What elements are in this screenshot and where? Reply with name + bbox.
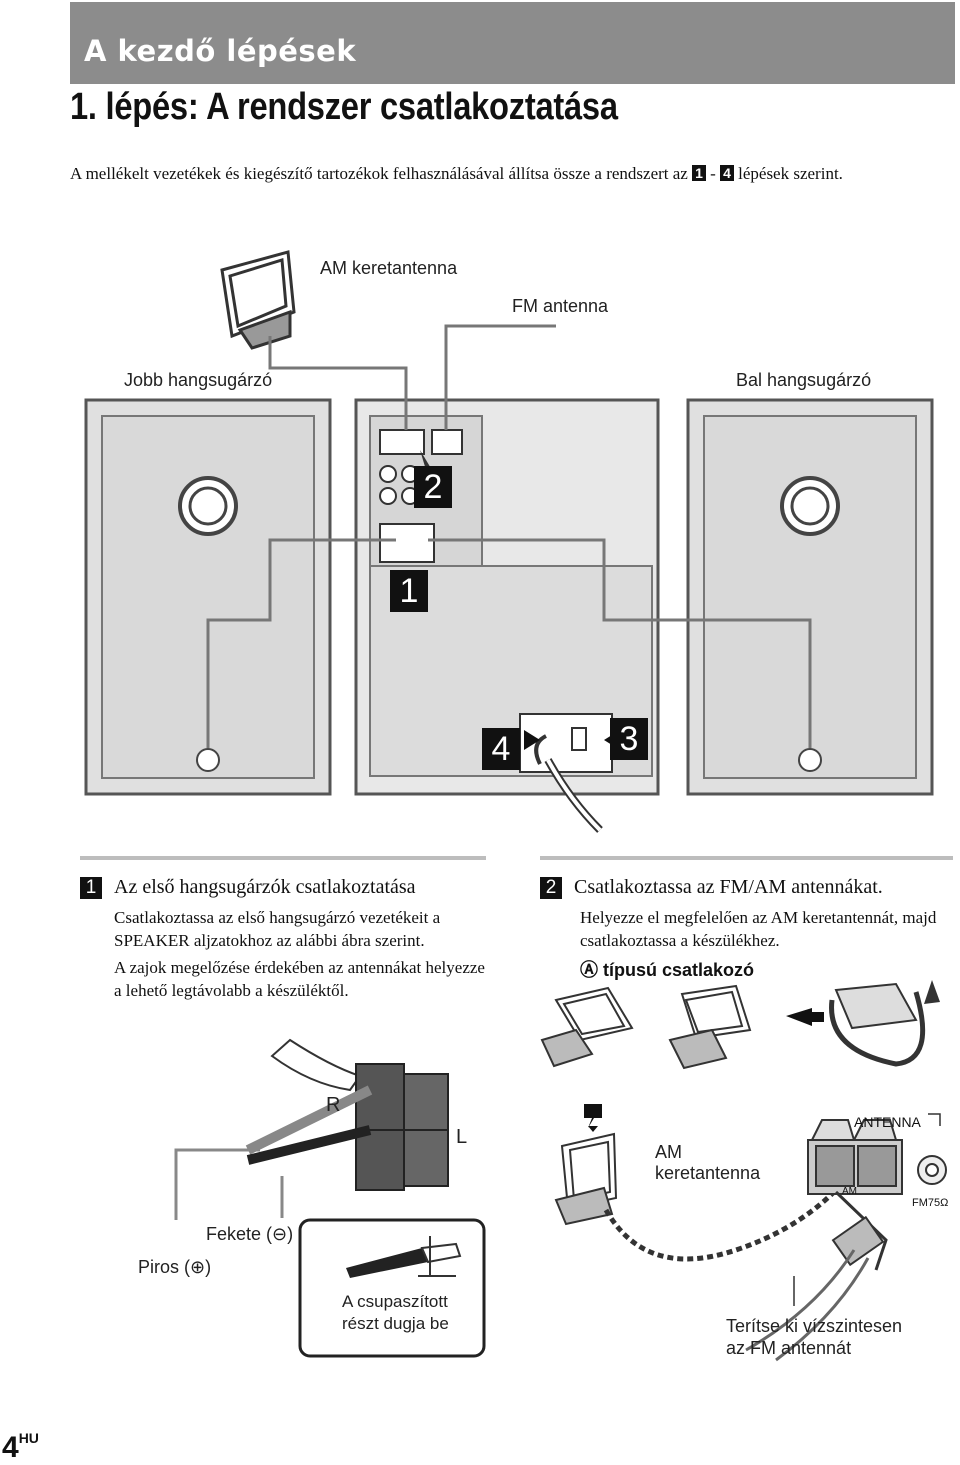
fm-spread-instruction-line2: az FM antennát [726,1338,852,1358]
connection-overview-diagram [84,250,934,833]
connector-type-label: típusú csatlakozó [603,960,755,980]
speaker-terminal-diagram [174,1038,486,1358]
step2-number: 2 [540,877,562,899]
callout-step-1: 1 [390,570,428,612]
fm-port-label: FM75Ω [912,1197,949,1209]
connector-type-marker: Ⓐ [580,960,598,980]
callout-arrow [420,450,432,470]
step1-paragraph: Csatlakoztassa az első hangsugárzó vezet… [114,908,441,950]
step2-body: Helyezze el megfelelően az AM keretanten… [580,908,937,950]
page-number: 4HU [2,1430,39,1465]
fm-antenna-label: FM antenna [512,296,609,316]
intro-paragraph: A mellékelt vezetékek és kiegészítő tart… [70,162,955,186]
antenna-panel-label: ANTENNA [854,1114,921,1130]
section-header-bar [70,2,955,84]
page-language-code: HU [18,1430,39,1446]
am-port-label: AM [842,1186,857,1197]
step1-title: Az első hangsugárzók csatlakoztatása [114,876,416,898]
callout-step-2: 2 [414,466,452,508]
connection-cables [206,324,812,748]
fm-spread-instruction-line1: Terítse ki vízszintesen [726,1316,903,1336]
terminal-r-label: R [326,1094,341,1116]
left-speaker-label: Bal hangsugárzó [736,370,872,390]
intro-dash: - [710,164,716,183]
step-number-badge: 4 [720,165,734,181]
connector-type-line: Ⓐ típusú csatlakozó [580,956,754,982]
strip-instruction-line2: részt dugja be [342,1314,449,1333]
am-antenna-label-line2: keretantenna [655,1163,761,1183]
antenna-connection-diagram [540,980,947,1362]
callout-step-3: 3 [610,718,648,760]
step2-title: Csatlakoztassa az FM/AM antennákat. [574,876,883,898]
strip-instruction-line1: A csupaszított [342,1292,448,1311]
am-antenna-label: AM keretantenna [320,258,458,278]
intro-text-end: lépések szerint. [738,164,843,183]
am-antenna-label-line1: AM [655,1142,682,1162]
red-wire-label: Piros (⊕) [138,1257,212,1277]
callout-step-4: 4 [482,728,520,770]
section-title: A kezdő lépések [84,34,357,68]
intro-text: A mellékelt vezetékek és kiegészítő tart… [70,164,688,183]
step1-header: 1 Az első hangsugárzók csatlakoztatása [80,874,416,900]
step-number-badge: 1 [692,165,706,181]
step1-number: 1 [80,877,102,899]
black-wire-label: Fekete (⊖) [206,1224,294,1244]
right-speaker-drawing [84,398,332,796]
step2-header: 2 Csatlakoztassa az FM/AM antennákat. [540,874,883,900]
callout-arrow [524,730,540,750]
step1-paragraph: A zajok megelőzése érdekében az antennák… [114,958,485,1000]
step1-divider [80,856,486,860]
page-number-value: 4 [2,1431,19,1464]
right-speaker-label: Jobb hangsugárzó [124,370,273,390]
am-loop-antenna-drawing [220,250,296,350]
step2-divider [540,856,953,860]
page-heading: 1. lépés: A rendszer csatlakoztatása [70,86,618,128]
terminal-l-label: L [456,1126,468,1148]
step1-body: Csatlakoztassa az első hangsugárzó vezet… [114,906,494,1006]
